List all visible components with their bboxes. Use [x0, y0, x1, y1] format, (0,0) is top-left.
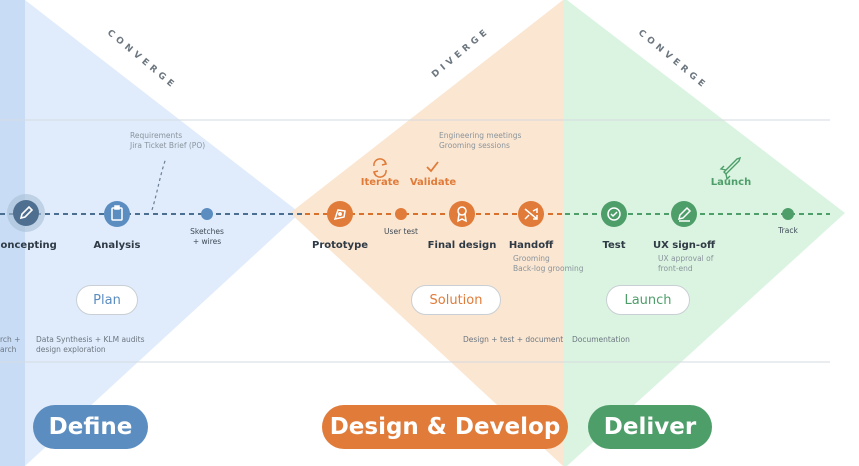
- deliver-phase-badge[interactable]: Deliver: [588, 405, 712, 449]
- requirements-title: Requirements: [130, 131, 183, 140]
- design-test-document-note: Design + test + document: [463, 335, 564, 344]
- pencil-icon: [19, 205, 34, 220]
- concepting-label: Concepting: [0, 240, 57, 251]
- final-design-label: Final design: [427, 240, 497, 251]
- rocket-icon: [719, 156, 742, 181]
- validate-label: Validate: [409, 177, 457, 188]
- design-develop-phase-badge[interactable]: Design & Develop: [322, 405, 568, 449]
- handoff-label: Handoff: [508, 240, 554, 251]
- track-label: Track: [778, 226, 798, 235]
- sketches-node[interactable]: [201, 208, 213, 220]
- refresh-icon: [372, 158, 388, 178]
- launch-action-label: Launch: [710, 177, 752, 188]
- final-design-node[interactable]: [449, 201, 475, 227]
- check-icon: [426, 161, 439, 173]
- analysis-node[interactable]: [104, 201, 130, 227]
- sketches-label: Sketches + wires: [190, 227, 224, 246]
- left-edge-note: rch + arch: [0, 335, 21, 354]
- ux-signoff-label: UX sign-off: [652, 240, 716, 251]
- user-test-node[interactable]: [395, 208, 407, 220]
- requirements-connector: [151, 157, 167, 211]
- solution-pill[interactable]: Solution: [411, 285, 501, 315]
- check-circle-icon: [607, 207, 621, 221]
- ux-signoff-node[interactable]: [671, 201, 697, 227]
- clipboard-icon: [111, 205, 123, 221]
- track-node[interactable]: [782, 208, 794, 220]
- award-icon: [457, 206, 467, 223]
- prototype-label: Prototype: [311, 240, 369, 251]
- user-test-label: User test: [384, 227, 418, 236]
- handoff-subtitle: Grooming Back-log grooming: [513, 254, 584, 273]
- edit-icon: [677, 206, 692, 222]
- define-diamond: [0, 0, 300, 466]
- ux-signoff-subtitle: UX approval of front-end: [658, 254, 714, 273]
- shuffle-icon: [524, 207, 538, 220]
- data-synthesis-note: Data Synthesis + KLM audits design explo…: [36, 335, 145, 354]
- requirements-subtitle: Jira Ticket Brief (PO): [130, 141, 206, 150]
- plan-pill[interactable]: Plan: [76, 285, 138, 315]
- documentation-note: Documentation: [572, 335, 630, 344]
- test-label: Test: [602, 240, 626, 251]
- left-blue-strip: [0, 0, 25, 466]
- design-diamond: [290, 0, 563, 466]
- launch-pill[interactable]: Launch: [606, 285, 690, 315]
- deliver-diamond: [563, 0, 845, 466]
- analysis-label: Analysis: [93, 240, 141, 251]
- define-phase-badge[interactable]: Define: [33, 405, 148, 449]
- concepting-node[interactable]: [13, 200, 39, 226]
- pen-nib-icon: [333, 209, 346, 221]
- engineering-meetings-subtitle: Grooming sessions: [439, 141, 510, 150]
- engineering-meetings-title: Engineering meetings: [439, 131, 522, 140]
- iterate-label: Iterate: [360, 177, 400, 188]
